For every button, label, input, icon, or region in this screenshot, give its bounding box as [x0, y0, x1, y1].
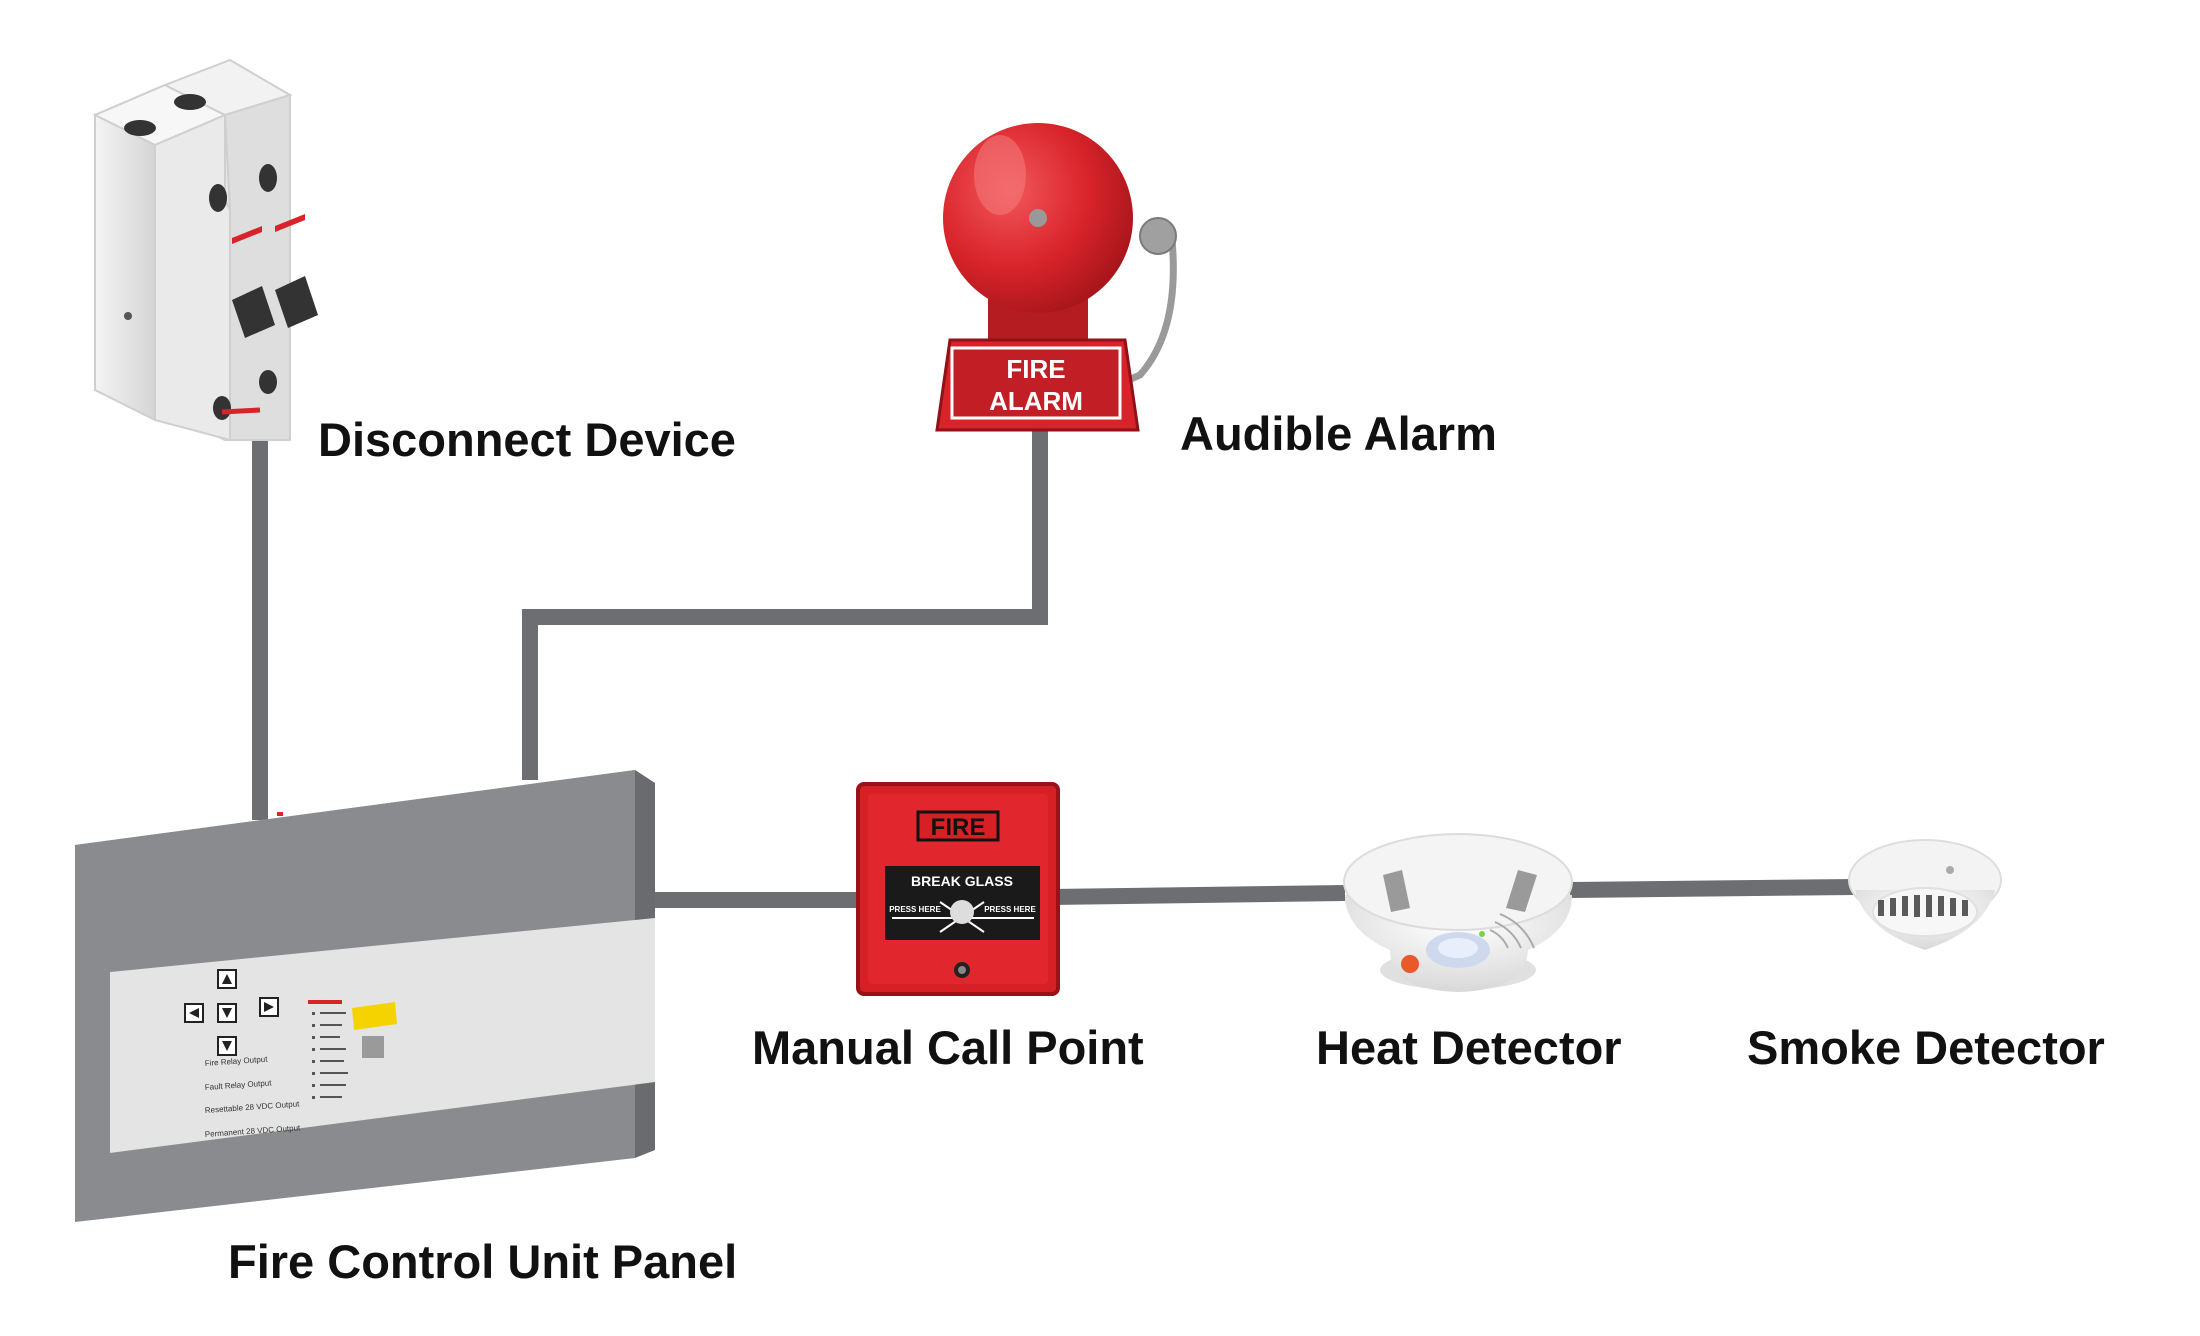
call-point-header: FIRE	[931, 814, 986, 841]
label-heat-detector: Heat Detector	[1316, 1021, 1622, 1074]
wire-panel-to-alarm	[522, 420, 1048, 780]
label-smoke-detector: Smoke Detector	[1747, 1021, 2105, 1074]
label-disconnect-device: Disconnect Device	[318, 413, 736, 466]
fire-alarm-bell-icon: FIRE ALARM	[935, 123, 1177, 432]
panel-indicator-leds	[308, 1000, 348, 1099]
manual-call-point-icon: FIRE BREAK GLASS PRESS HERE PRESS HERE	[856, 782, 1060, 996]
call-point-press-left: PRESS HERE	[889, 905, 941, 914]
smoke-detector-icon	[1848, 839, 2002, 950]
panel-output-label: Fire Relay Output	[205, 1055, 269, 1068]
bell-plate-line2: ALARM	[989, 386, 1083, 416]
heat-detector-icon	[1343, 833, 1573, 992]
disconnect-device-icon	[92, 58, 318, 442]
fire-control-panel-icon: Fire Relay Output Fault Relay Output Res…	[75, 770, 655, 1222]
wire-heat-to-smoke-detector	[1569, 879, 1856, 898]
call-point-caption: BREAK GLASS	[911, 873, 1013, 889]
wires	[252, 420, 1856, 908]
bell-plate-line1: FIRE	[1006, 354, 1065, 384]
smoke-detector-vents	[1878, 895, 1968, 917]
label-manual-call-point: Manual Call Point	[752, 1021, 1144, 1074]
wire-call-point-to-heat-detector	[1049, 885, 1346, 905]
label-fire-control-unit-panel: Fire Control Unit Panel	[228, 1235, 737, 1288]
call-point-press-right: PRESS HERE	[984, 905, 1036, 914]
component-labels: Disconnect Device Audible Alarm Fire Con…	[228, 407, 2105, 1288]
label-audible-alarm: Audible Alarm	[1180, 407, 1497, 460]
